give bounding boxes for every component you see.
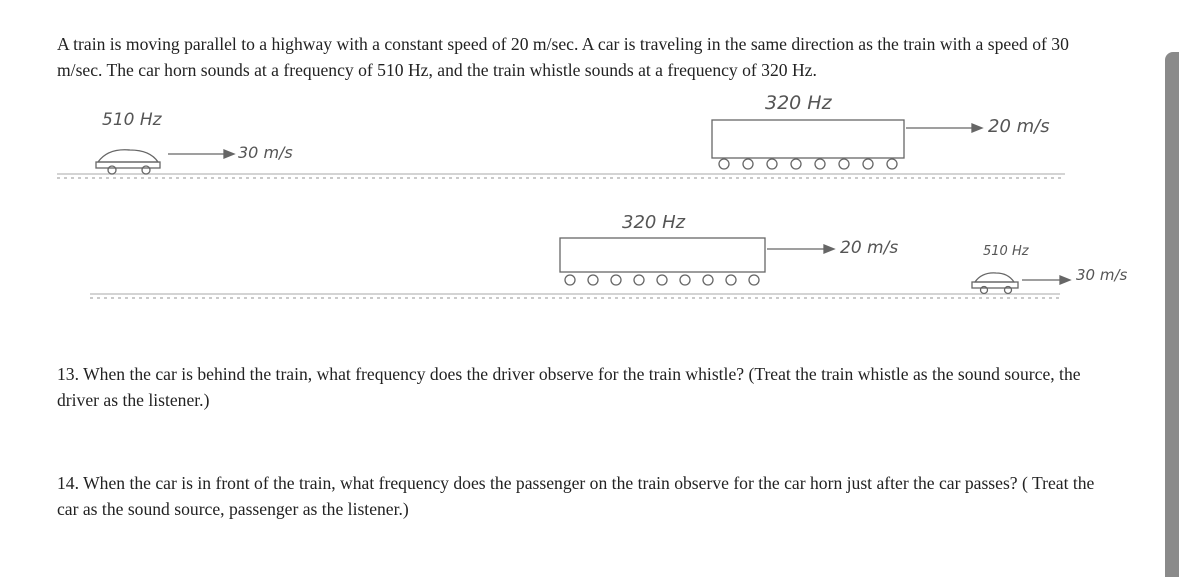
vertical-scrollbar[interactable] <box>1165 52 1179 577</box>
train-frequency-label-top: 320 Hz <box>765 92 832 114</box>
scenario-car-behind <box>57 119 1065 179</box>
car-arrowhead-top <box>223 149 236 159</box>
figure-drawing <box>57 119 1072 299</box>
car-bottom <box>971 272 1019 295</box>
car-speed-label-top: 30 m/s <box>238 143 293 162</box>
problem-figure: 510 Hz 30 m/s 320 Hz 20 m/s 320 Hz 20 m/… <box>0 92 1179 320</box>
train-arrowhead-top <box>971 123 984 133</box>
car-frequency-label-bottom: 510 Hz <box>983 244 1029 259</box>
problem-statement: A train is moving parallel to a highway … <box>57 34 1069 80</box>
train-frequency-label-bottom: 320 Hz <box>622 212 686 233</box>
scenario-car-front <box>90 237 1072 299</box>
train-arrowhead-bottom <box>823 244 836 254</box>
car-frequency-label-top: 510 Hz <box>102 110 162 130</box>
car-speed-label-bottom: 30 m/s <box>1076 266 1128 284</box>
train-speed-label-bottom: 20 m/s <box>840 238 899 258</box>
train-speed-label-top: 20 m/s <box>988 116 1050 137</box>
question-13: 13. When the car is behind the train, wh… <box>57 364 1081 410</box>
train-top <box>711 119 905 170</box>
car-top <box>95 149 161 175</box>
car-arrowhead-bottom <box>1059 275 1072 285</box>
train-bottom <box>559 237 766 286</box>
question-14: 14. When the car is in front of the trai… <box>57 473 1095 519</box>
